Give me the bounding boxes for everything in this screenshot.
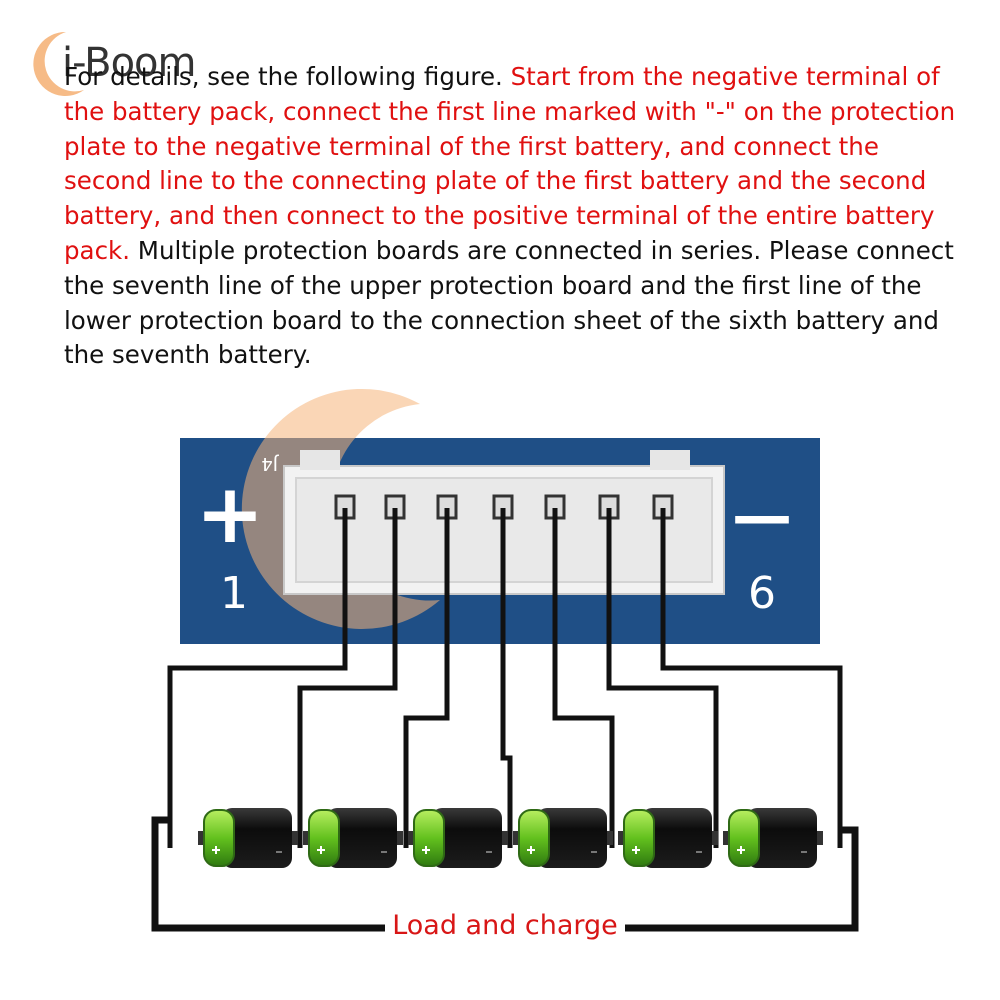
battery-body — [747, 808, 817, 868]
load-wire — [625, 826, 859, 932]
brand-name: i-Boom — [62, 40, 196, 86]
battery-cell — [513, 808, 613, 868]
battery-terminal — [500, 831, 508, 845]
balance-wire — [500, 508, 513, 848]
battery-terminal — [618, 831, 626, 845]
connector-mark: J4 — [261, 453, 279, 474]
board-number-right: 6 — [748, 568, 776, 619]
battery-terminal — [723, 831, 731, 845]
battery-cap — [308, 809, 340, 867]
intro-text: For details, see the following figure. — [64, 62, 511, 91]
battery-cap — [623, 809, 655, 867]
load-wire — [151, 816, 385, 932]
board-minus-sign: — — [732, 481, 792, 551]
battery-cap — [413, 809, 445, 867]
battery-body — [327, 808, 397, 868]
battery-terminal — [815, 831, 823, 845]
plus-mark-icon — [737, 846, 745, 854]
battery-terminal — [198, 831, 206, 845]
battery-terminal — [290, 831, 298, 845]
balance-wire — [297, 508, 398, 848]
battery-terminal — [408, 831, 416, 845]
battery-cell — [723, 808, 823, 868]
battery-body — [642, 808, 712, 868]
balance-wire — [606, 508, 719, 848]
highlight-text: Start from the negative terminal of the … — [64, 62, 956, 265]
battery-terminal — [303, 831, 311, 845]
plus-mark-icon — [632, 846, 640, 854]
balance-wire — [552, 508, 615, 848]
brand-logo — [33, 31, 84, 96]
board-plus-sign: + — [196, 467, 265, 562]
battery-cell — [618, 808, 718, 868]
balance-wire — [403, 508, 450, 848]
rest-text: Multiple protection boards are connected… — [64, 235, 954, 370]
battery-body — [222, 808, 292, 868]
battery-terminal — [513, 831, 521, 845]
plus-mark-icon — [422, 846, 430, 854]
description-text: For details, see the following figure. S… — [64, 60, 964, 373]
crescent-icon — [33, 31, 84, 96]
battery-cell — [408, 808, 508, 868]
battery-body — [537, 808, 607, 868]
battery-terminal — [710, 831, 718, 845]
board-number-left: 1 — [220, 568, 248, 619]
plus-mark-icon — [212, 846, 220, 854]
battery-body — [432, 808, 502, 868]
battery-pack — [198, 808, 823, 868]
load-charge-label: Load and charge — [385, 904, 625, 948]
plus-mark-icon — [317, 846, 325, 854]
battery-cell — [198, 808, 298, 868]
wires — [151, 508, 859, 932]
balance-wire — [167, 508, 348, 848]
battery-terminal — [395, 831, 403, 845]
battery-terminal — [605, 831, 613, 845]
balance-wire — [660, 508, 843, 848]
battery-cap — [203, 809, 235, 867]
battery-cap — [728, 809, 760, 867]
protection-board: + 1 — 6 J4 — [180, 388, 820, 644]
battery-cap — [518, 809, 550, 867]
battery-cell — [303, 808, 403, 868]
plus-mark-icon — [527, 846, 535, 854]
